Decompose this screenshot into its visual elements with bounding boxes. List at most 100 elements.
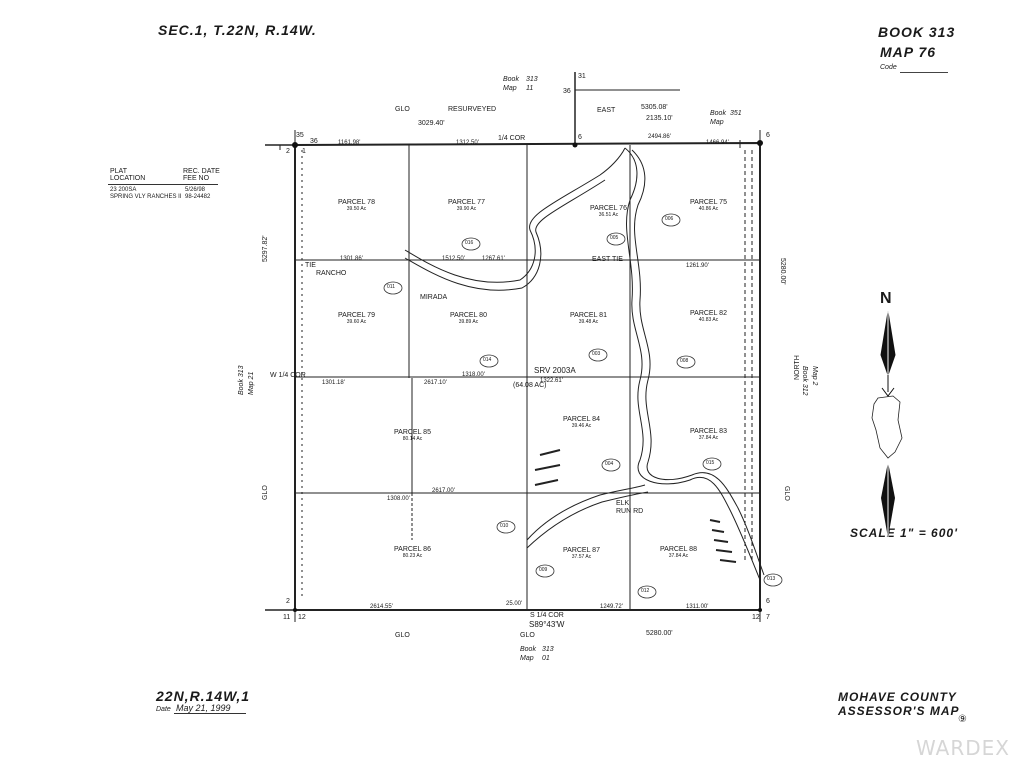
elk-label: ELK: [616, 500, 630, 507]
circle-id-011: 011: [387, 284, 395, 290]
parcel-84-name: PARCEL 84: [563, 416, 600, 423]
dist-row-3: 1267.61': [482, 256, 505, 262]
circle-id-015: 015: [706, 460, 715, 466]
parcel-76[interactable]: PARCEL 76 36.51 Ac: [590, 205, 627, 218]
east-tie-label: EAST TIE: [592, 256, 623, 263]
parcel-81[interactable]: PARCEL 81 39.48 Ac: [570, 312, 607, 325]
bearing-bottom: S89°43'W: [529, 620, 565, 629]
dist-mid-4: 1322.61': [540, 378, 563, 384]
parcel-88-name: PARCEL 88: [660, 546, 697, 553]
parcel-86-name: PARCEL 86: [394, 546, 431, 553]
glo-bottom-left: GLO: [395, 632, 410, 639]
circle-id-009: 009: [539, 567, 548, 573]
circle-id-008: 008: [680, 358, 689, 364]
parcel-82-acres: 40.83 Ac: [698, 317, 719, 323]
corner-7: 7: [766, 614, 770, 621]
parcel-86[interactable]: PARCEL 86 80.23 Ac: [394, 546, 431, 559]
parcel-77-acres: 39.90 Ac: [456, 206, 477, 212]
corner-6-ne: 6: [766, 132, 770, 139]
plat-row-1a: 23 200SA: [110, 187, 137, 193]
map-right-label: Map: [710, 119, 724, 126]
corner-1: 1: [302, 148, 306, 155]
plat-row-1b: 5/26/98: [185, 187, 206, 193]
corner-2: 2: [286, 148, 290, 155]
plat-header-2: LOCATION: [110, 175, 146, 182]
parcel-80[interactable]: PARCEL 80 39.89 Ac: [450, 312, 487, 325]
tie-label-1: TIE: [305, 262, 316, 269]
parcel-76-acres: 36.51 Ac: [598, 212, 619, 218]
east-label: EAST: [597, 107, 616, 114]
mirada-label: MIRADA: [420, 294, 448, 301]
book-right-value: 351: [730, 110, 742, 117]
acres-mid: (64.08 AC): [513, 382, 547, 389]
map-top-value: 11: [526, 85, 534, 92]
dist-bot-4: 1311.00': [686, 604, 709, 610]
parcel-84-acres: 39.46 Ac: [571, 423, 592, 429]
dist-mid-1: 1301.18': [322, 380, 345, 386]
map-top-label: Map: [503, 85, 517, 92]
road-elk-run: [526, 484, 646, 541]
dist-top-right-2: 2135.10': [646, 115, 673, 122]
book-top-value: 313: [526, 76, 538, 83]
date-underline: [174, 713, 246, 714]
book-bottom-label: Book: [520, 646, 536, 653]
parcel-78[interactable]: PARCEL 78 39.50 Ac: [338, 199, 375, 212]
parcel-75[interactable]: PARCEL 75 40.86 Ac: [690, 199, 727, 212]
parcel-88-acres: 37.84 Ac: [668, 553, 689, 559]
dist-bot-2: 25.00': [506, 601, 523, 607]
parcel-88[interactable]: PARCEL 88 37.84 Ac: [660, 546, 697, 559]
parcel-79-acres: 39.60 Ac: [346, 319, 367, 325]
parcel-75-acres: 40.86 Ac: [698, 206, 719, 212]
parcel-85-name: PARCEL 85: [394, 429, 431, 436]
plat-header-4: FEE NO: [183, 175, 210, 182]
parcel-77[interactable]: PARCEL 77 39.90 Ac: [448, 199, 485, 212]
assessor-map-label: ASSESSOR'S MAP: [838, 704, 960, 718]
parcel-79-name: PARCEL 79: [338, 312, 375, 319]
glo-bottom: GLO: [520, 632, 535, 639]
circle-id-010: 010: [500, 523, 509, 529]
parcel-78-name: PARCEL 78: [338, 199, 375, 206]
plat-row-2b: 98-24482: [185, 194, 211, 200]
map-bottom-label: Map: [520, 655, 534, 662]
parcel-75-name: PARCEL 75: [690, 199, 727, 206]
circle-id-014: 014: [483, 357, 492, 363]
map-left: Map 21: [248, 371, 255, 395]
circle-id-006: 006: [665, 216, 674, 222]
north-bearing: NORTH: [794, 355, 801, 380]
parcel-85[interactable]: PARCEL 85 80.14 Ac: [394, 429, 431, 442]
parcel-76-name: PARCEL 76: [590, 205, 627, 212]
n-quarter-corner: 1/4 COR: [498, 135, 526, 142]
plat-row-2a: SPRING VLY RANCHES II: [110, 194, 182, 200]
parcel-87[interactable]: PARCEL 87 37.57 Ac: [563, 547, 600, 560]
corner-6-top: 6: [578, 134, 582, 141]
dist-top-4: 2494.86': [648, 134, 671, 140]
parcel-79[interactable]: PARCEL 79 39.60 Ac: [338, 312, 375, 325]
dist-top-right: 5305.08': [641, 104, 668, 111]
parcel-83[interactable]: PARCEL 83 37.84 Ac: [690, 428, 727, 441]
road-mirada: [404, 147, 626, 283]
dist-top-1: 1161.98': [338, 140, 361, 146]
corner-36: 36: [310, 138, 318, 145]
map-bottom-value: 01: [542, 655, 550, 662]
dist-bot-1: 2614.55': [370, 604, 393, 610]
dist-top-left: 3029.40': [418, 120, 445, 127]
dist-mid-2: 2617.10': [424, 380, 447, 386]
parcel-80-name: PARCEL 80: [450, 312, 487, 319]
dist-row-4: 1261.90': [686, 263, 709, 269]
w-quarter-corner: W 1/4 COR: [270, 372, 306, 379]
parcel-84[interactable]: PARCEL 84 39.46 Ac: [563, 416, 600, 429]
date-value: May 21, 1999: [176, 703, 231, 713]
book-bottom-value: 313: [542, 646, 554, 653]
code-underline: [900, 72, 948, 73]
sheet-mark: ⑨: [958, 714, 967, 725]
parcel-81-acres: 39.48 Ac: [578, 319, 599, 325]
resurveyed-label: RESURVEYED: [448, 106, 497, 113]
dist-top-3: 1466.94': [706, 140, 729, 146]
parcel-82[interactable]: PARCEL 82 40.83 Ac: [690, 310, 727, 323]
rancho-label: RANCHO: [316, 270, 347, 277]
corner-31-top: 31: [578, 73, 586, 80]
book-right-label: Book: [710, 110, 726, 117]
glo-right: GLO: [783, 486, 790, 501]
